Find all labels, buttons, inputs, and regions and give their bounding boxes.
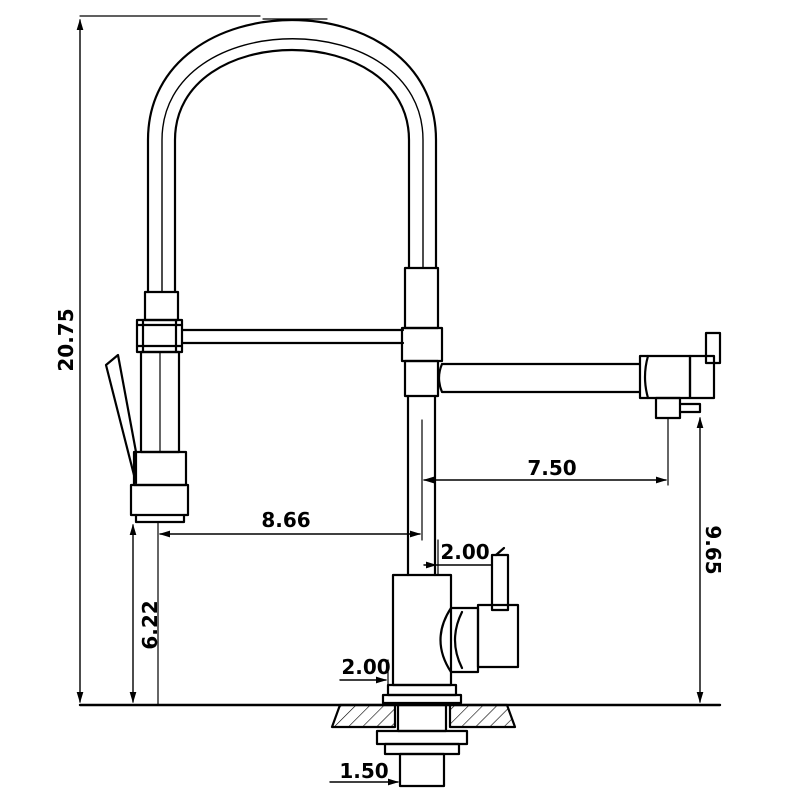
column-middle-collar (400, 326, 444, 363)
faucet-handle (490, 553, 510, 612)
pot-filler-arm (437, 362, 642, 394)
label-spout-reach: 8.66 (261, 508, 310, 532)
label-overall-height: 20.75 (54, 308, 78, 371)
sprayer-upper-collar (143, 290, 180, 322)
pot-filler-lever (688, 354, 716, 400)
gooseneck-outer (146, 19, 438, 294)
handle-socket (439, 606, 480, 674)
column-top-collar (403, 266, 440, 330)
gooseneck-center-line (161, 38, 424, 293)
label-spray-height: 6.22 (138, 600, 162, 649)
mount-nut (396, 703, 448, 733)
label-pot-filler-height: 9.65 (701, 525, 725, 574)
label-shank-diameter: 1.50 (339, 759, 388, 783)
shank (398, 752, 446, 788)
deck-flange (386, 683, 458, 697)
label-base-width: 2.00 (341, 655, 390, 679)
column-lower-collar (403, 359, 440, 398)
sprayer-lever (104, 353, 138, 485)
handle-base (476, 603, 520, 669)
counter-right (448, 703, 517, 729)
mount-washer (375, 729, 469, 746)
gooseneck-inner (173, 48, 411, 294)
pot-filler-outlet (654, 396, 682, 420)
counter-left (330, 703, 397, 729)
label-body-width: 2.00 (440, 540, 489, 564)
sprayer-head-lower (129, 483, 190, 517)
sprayer-head-upper (132, 450, 188, 487)
label-pot-filler-reach: 7.50 (527, 456, 576, 480)
